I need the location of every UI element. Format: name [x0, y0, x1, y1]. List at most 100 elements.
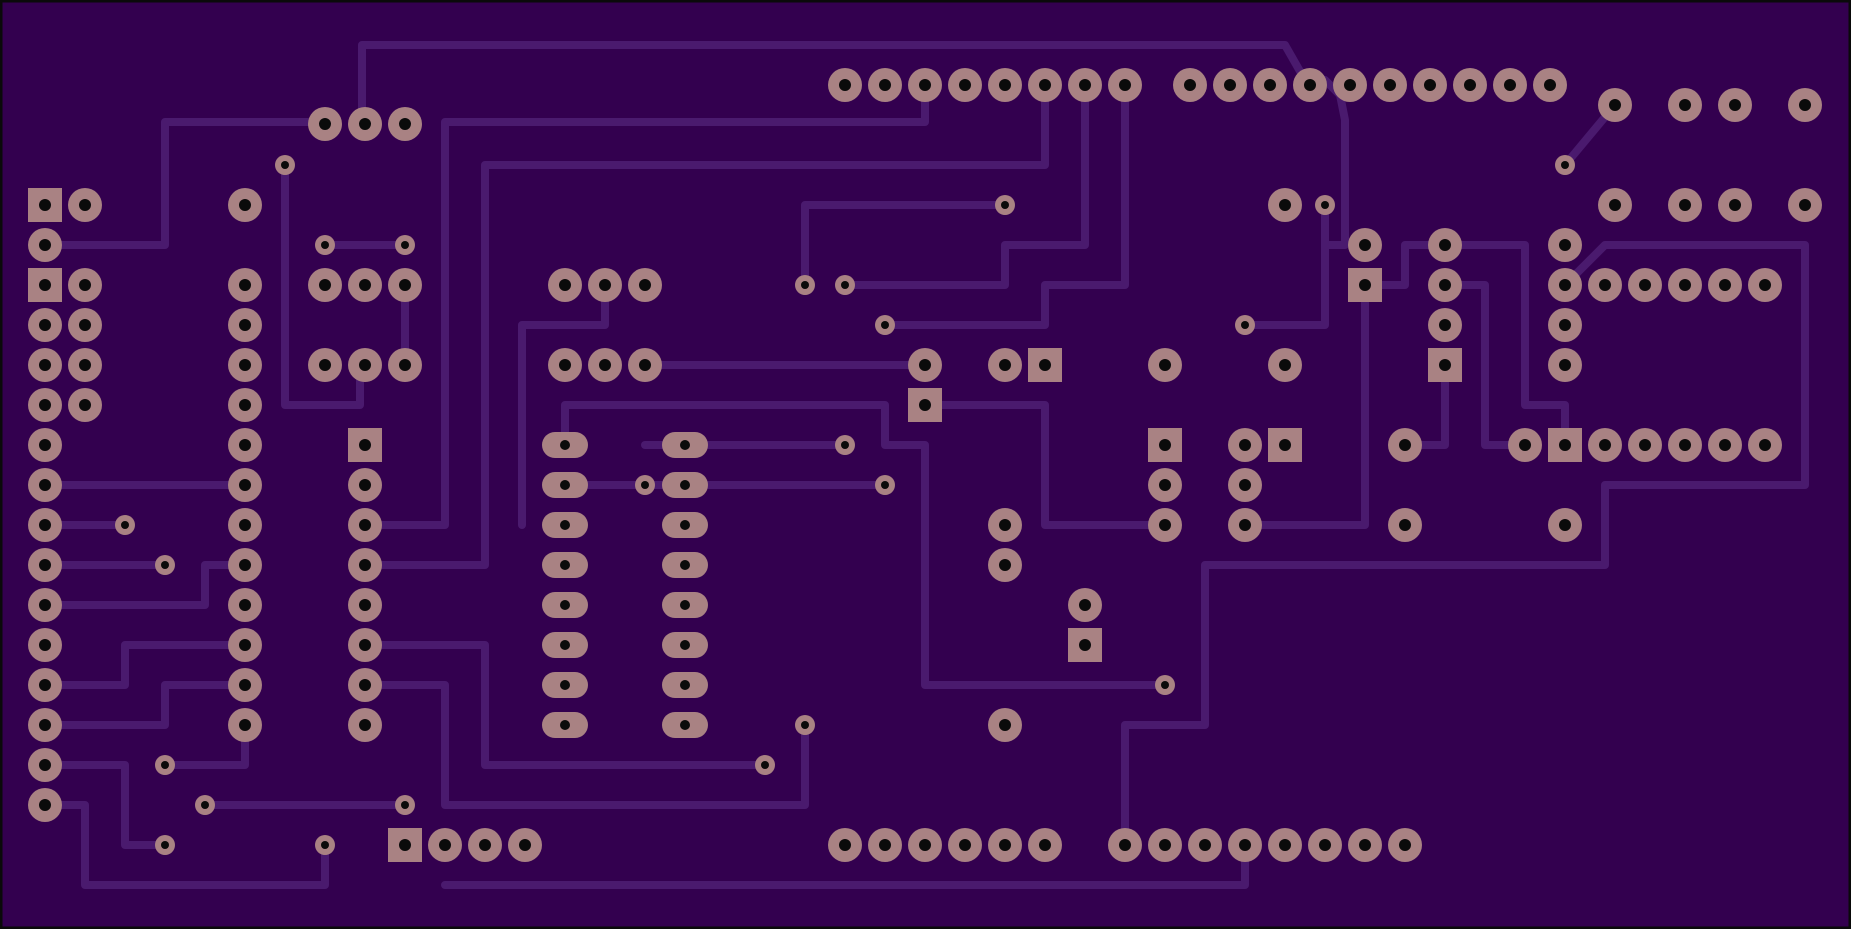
- drill-hole: [1609, 199, 1621, 211]
- round-pad: [1548, 268, 1582, 302]
- oval-pad: [662, 632, 708, 658]
- drill-hole: [79, 399, 91, 411]
- oval-pad: [542, 632, 588, 658]
- drill-hole: [1304, 79, 1316, 91]
- component-pads: [28, 68, 1822, 862]
- round-pad: [1173, 68, 1207, 102]
- drill-hole: [1119, 839, 1131, 851]
- drill-hole: [1279, 359, 1291, 371]
- drill-hole: [239, 719, 251, 731]
- drill-hole: [1439, 239, 1451, 251]
- drill-hole: [1599, 439, 1611, 451]
- drill-hole: [401, 801, 409, 809]
- round-pad: [1548, 508, 1582, 542]
- drill-hole: [321, 841, 329, 849]
- round-pad: [388, 348, 422, 382]
- drill-hole: [1079, 639, 1091, 651]
- drill-hole: [1159, 439, 1171, 451]
- drill-hole: [319, 118, 331, 130]
- round-pad: [308, 107, 342, 141]
- drill-hole: [399, 359, 411, 371]
- drill-hole: [39, 239, 51, 251]
- drill-hole: [1561, 161, 1569, 169]
- drill-hole: [559, 359, 571, 371]
- drill-hole: [1239, 479, 1251, 491]
- round-pad: [1388, 828, 1422, 862]
- square-pad: [28, 188, 62, 222]
- round-pad: [28, 748, 62, 782]
- round-pad: [228, 708, 262, 742]
- drill-hole: [39, 759, 51, 771]
- drill-hole: [1399, 439, 1411, 451]
- square-pad: [908, 388, 942, 422]
- drill-hole: [1439, 319, 1451, 331]
- drill-hole: [1359, 839, 1371, 851]
- round-pad: [1068, 588, 1102, 622]
- round-pad: [908, 348, 942, 382]
- round-pad: [1748, 428, 1782, 462]
- drill-hole: [1079, 599, 1091, 611]
- round-pad: [468, 828, 502, 862]
- round-pad: [508, 828, 542, 862]
- drill-hole: [919, 399, 931, 411]
- drill-hole: [121, 521, 129, 529]
- round-pad: [1228, 428, 1262, 462]
- round-pad: [1388, 508, 1422, 542]
- round-pad: [1748, 268, 1782, 302]
- drill-hole: [559, 279, 571, 291]
- square-pad: [1148, 428, 1182, 462]
- drill-hole: [841, 281, 849, 289]
- round-pad: [988, 508, 1022, 542]
- round-pad: [28, 788, 62, 822]
- round-pad: [1268, 348, 1302, 382]
- drill-hole: [881, 481, 889, 489]
- drill-hole: [1609, 99, 1621, 111]
- round-pad: [1588, 268, 1622, 302]
- copper-trace: [41, 761, 169, 849]
- drill-hole: [1344, 79, 1356, 91]
- drill-hole: [1679, 199, 1691, 211]
- drill-hole: [39, 519, 51, 531]
- drill-hole: [959, 839, 971, 851]
- round-pad: [1588, 428, 1622, 462]
- round-pad: [1228, 828, 1262, 862]
- copper-trace: [41, 681, 249, 729]
- round-pad: [1148, 348, 1182, 382]
- copper-trace: [1361, 241, 1449, 289]
- drill-hole: [680, 720, 690, 730]
- drill-hole: [1384, 79, 1396, 91]
- round-pad: [228, 508, 262, 542]
- via: [155, 835, 175, 855]
- via: [795, 275, 815, 295]
- oval-pad: [542, 512, 588, 538]
- drill-hole: [560, 720, 570, 730]
- drill-hole: [1799, 99, 1811, 111]
- round-pad: [68, 268, 102, 302]
- drill-hole: [399, 118, 411, 130]
- drill-hole: [1439, 359, 1451, 371]
- oval-pad: [542, 432, 588, 458]
- oval-pad: [542, 592, 588, 618]
- oval-pad: [662, 672, 708, 698]
- round-pad: [1068, 68, 1102, 102]
- drill-hole: [359, 118, 371, 130]
- drill-hole: [1559, 319, 1571, 331]
- drill-hole: [639, 279, 651, 291]
- round-pad: [28, 468, 62, 502]
- round-pad: [1668, 88, 1702, 122]
- drill-hole: [359, 719, 371, 731]
- round-pad: [228, 548, 262, 582]
- round-pad: [348, 508, 382, 542]
- round-pad: [548, 268, 582, 302]
- drill-hole: [39, 719, 51, 731]
- drill-hole: [359, 559, 371, 571]
- copper-trace: [1121, 241, 1809, 849]
- via: [755, 755, 775, 775]
- drill-hole: [79, 359, 91, 371]
- square-pad: [348, 428, 382, 462]
- drill-hole: [761, 761, 769, 769]
- round-pad: [1628, 268, 1662, 302]
- oval-pad: [662, 552, 708, 578]
- round-pad: [348, 708, 382, 742]
